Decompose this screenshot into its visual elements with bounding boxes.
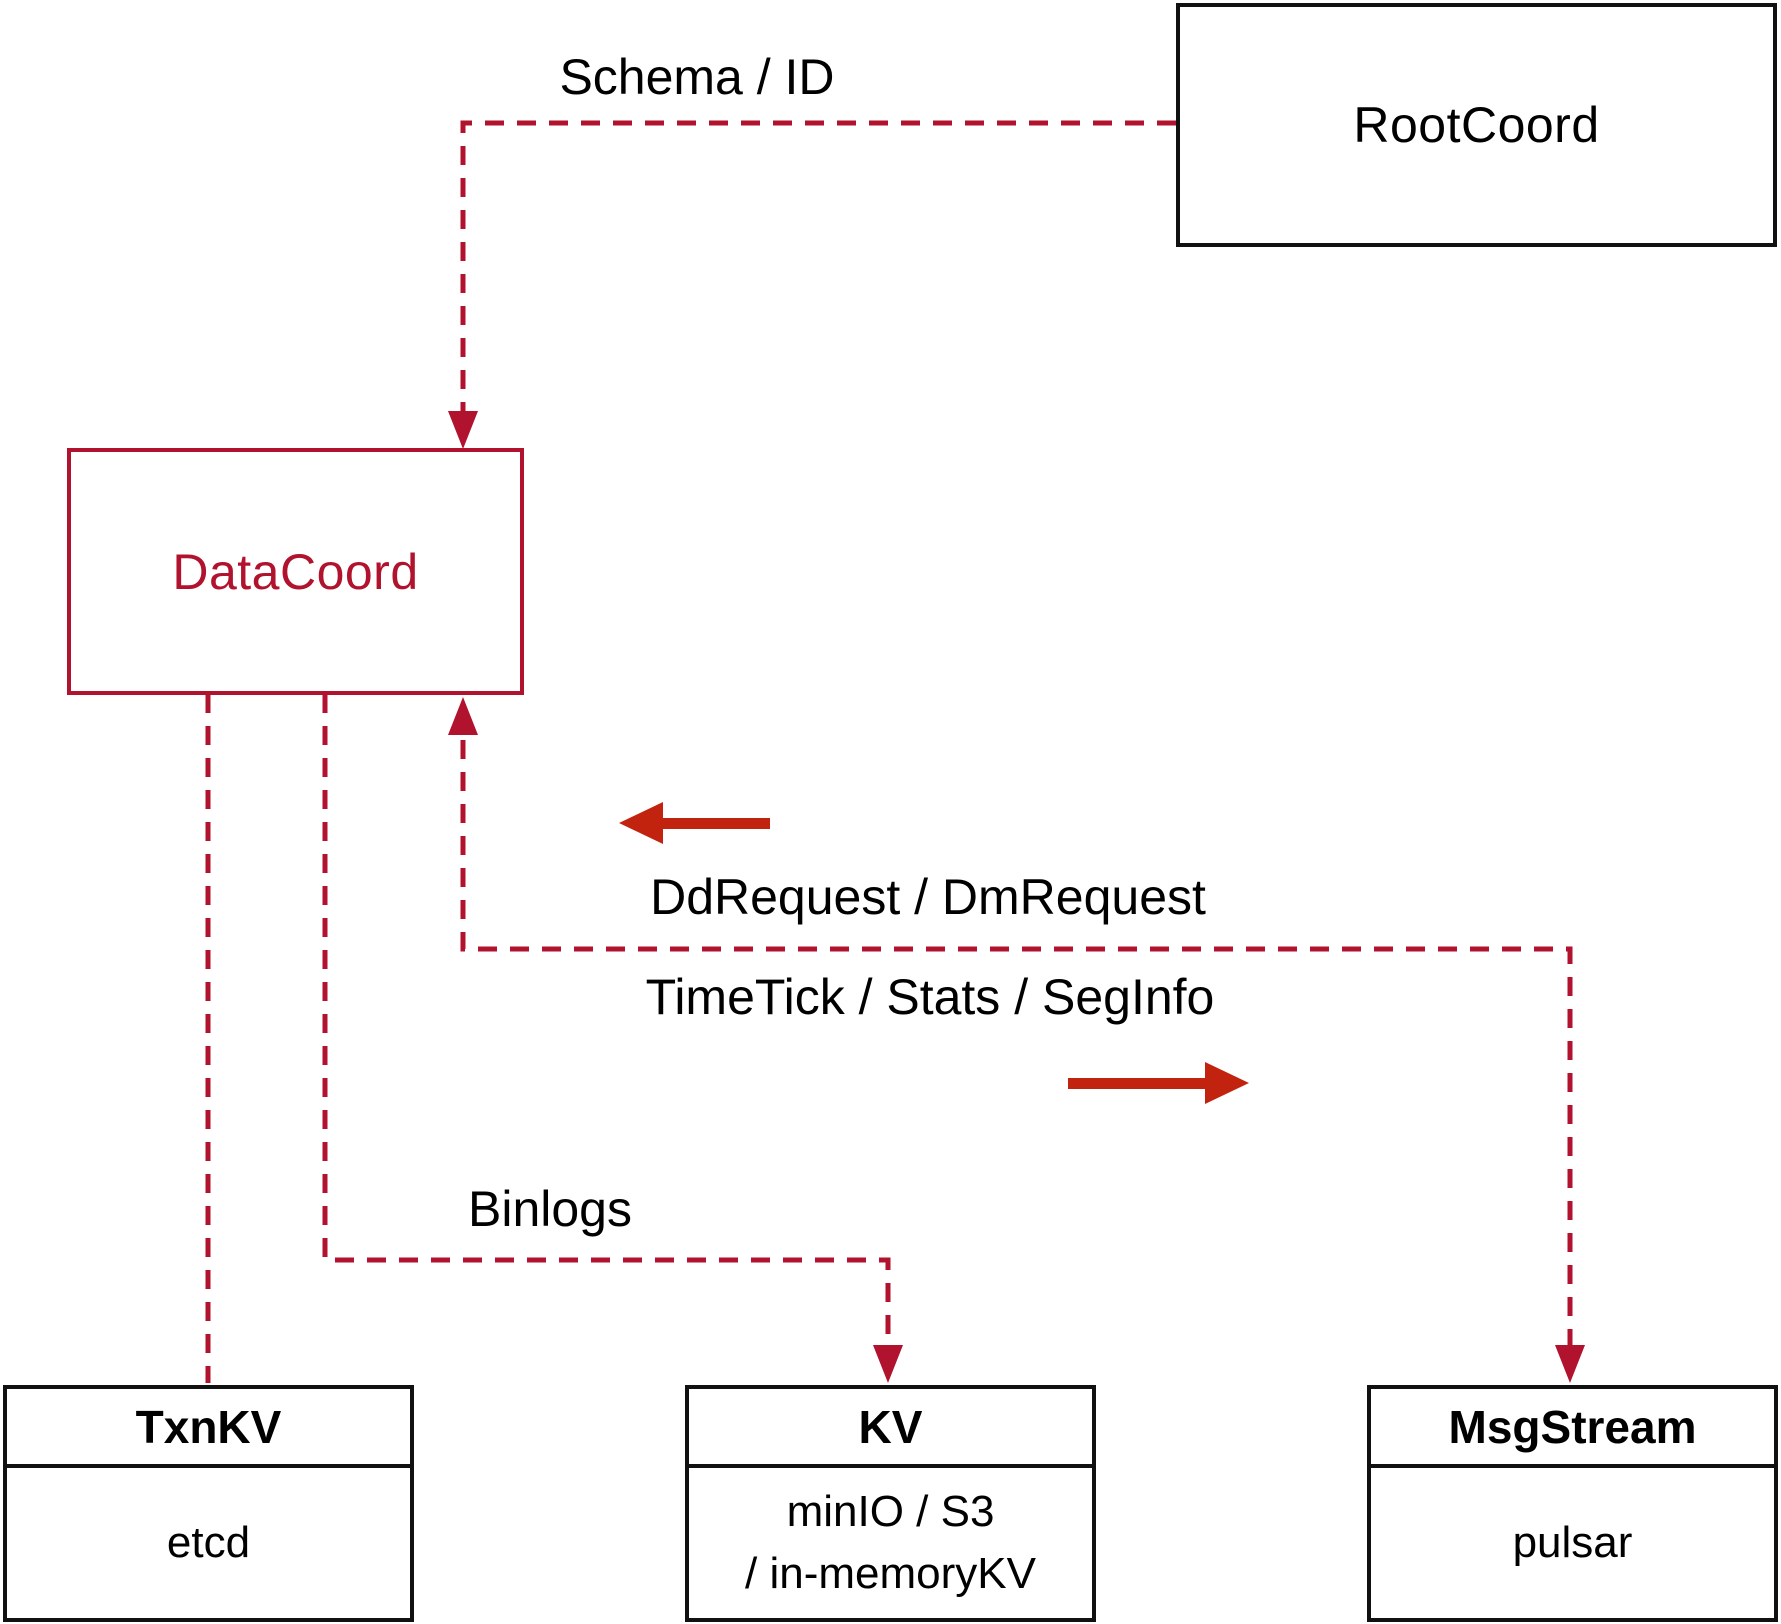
node-msgstream: MsgStream pulsar <box>1367 1385 1778 1622</box>
msgstream-subtitle: pulsar <box>1512 1518 1633 1567</box>
edge-label-binlogs: Binlogs <box>468 1181 632 1237</box>
node-rootcoord: RootCoord <box>1176 3 1777 247</box>
txnkv-subtitle: etcd <box>166 1518 251 1567</box>
msgstream-title: MsgStream <box>1371 1389 1774 1468</box>
edge-ddrequest-timetick-line <box>460 740 1573 1368</box>
edge-timetick-down-arrowhead-icon <box>1555 1345 1585 1383</box>
node-datacoord: DataCoord <box>67 448 524 695</box>
datacoord-label: DataCoord <box>172 543 419 600</box>
edge-label-schema-id: Schema / ID <box>559 49 835 105</box>
node-txnkv: TxnKV etcd <box>3 1385 414 1622</box>
right-direction-arrow-icon <box>1068 1062 1249 1104</box>
edge-ddrequest-up-arrowhead-icon <box>448 697 478 735</box>
kv-subtitle-line1: minIO / S3 <box>786 1487 995 1536</box>
kv-subtitle-line2: / in-memoryKV <box>745 1549 1036 1598</box>
node-kv: KV minIO / S3 / in-memoryKV <box>685 1385 1096 1622</box>
edge-schema-id-arrowhead-icon <box>448 411 478 449</box>
kv-title: KV <box>689 1389 1092 1468</box>
edge-label-timetick: TimeTick / Stats / SegInfo <box>645 969 1215 1025</box>
txnkv-title: TxnKV <box>7 1389 410 1468</box>
left-direction-arrow-icon <box>619 802 770 844</box>
rootcoord-label: RootCoord <box>1353 97 1600 153</box>
edge-schema-id-line <box>460 120 1176 434</box>
edge-binlogs-arrowhead-icon <box>873 1345 903 1383</box>
edge-label-ddrequest: DdRequest / DmRequest <box>650 869 1206 925</box>
edge-binlogs-line <box>322 694 891 1368</box>
